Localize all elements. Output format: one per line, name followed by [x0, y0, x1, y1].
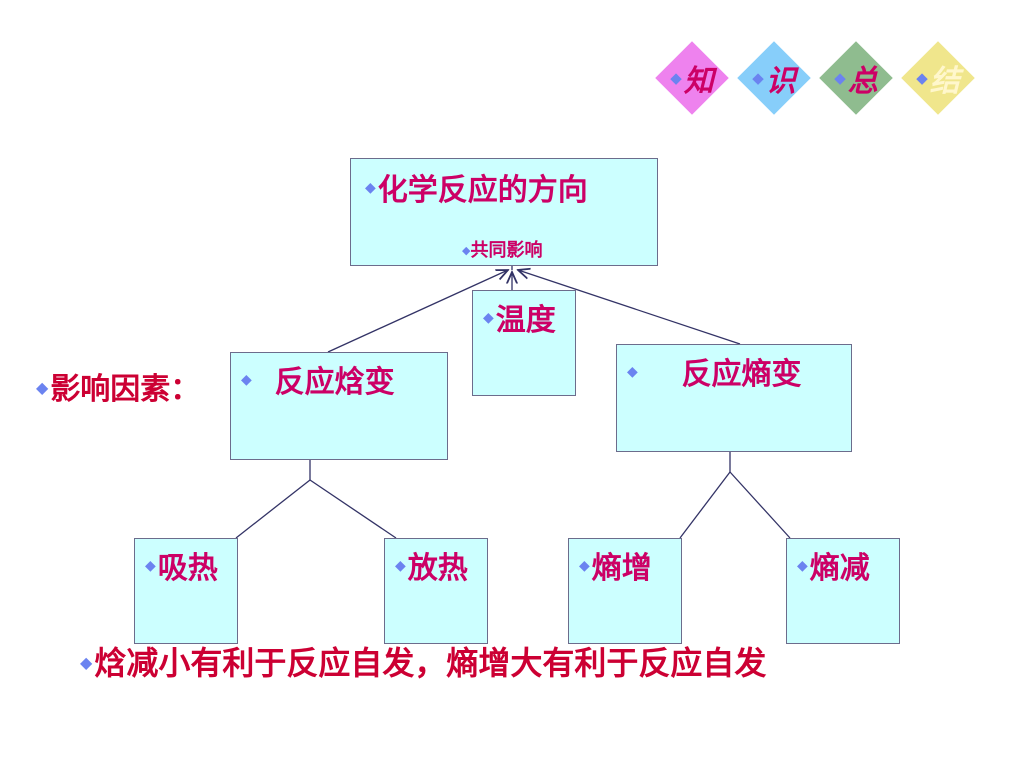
entropy-text: 反应熵变	[681, 357, 802, 392]
box-entropy-decrease: ◆熵减	[786, 538, 900, 644]
diamond-bullet-icon: ◆	[483, 310, 494, 326]
conclusion-text: 焓减小有利于反应自发，熵增大有利于反应自发	[94, 644, 767, 682]
exothermic-text: 放热	[407, 551, 468, 586]
badge-cell-2: ◆ 识	[734, 58, 814, 99]
box-entropy-increase: ◆熵增	[568, 538, 682, 644]
influencing-factors-label: ◆影响因素：	[36, 364, 200, 408]
diamond-bullet-icon: ◆	[752, 69, 764, 87]
entropy-increase-text: 熵增	[591, 551, 652, 586]
diamond-bullet-icon: ◆	[145, 558, 156, 574]
box-reaction-enthalpy: ◆ 反应焓变	[230, 352, 448, 460]
top-box-text: 化学反应的方向	[377, 173, 588, 208]
box-exothermic: ◆放热	[384, 538, 488, 644]
box-temperature: ◆温度	[472, 290, 576, 396]
line-enthalpy-to-top	[327, 270, 508, 353]
diamond-bullet-icon: ◆	[627, 364, 638, 380]
endothermic-text: 吸热	[157, 551, 218, 586]
badge-cell-3: ◆ 总	[816, 58, 896, 99]
diamond-bullet-icon: ◆	[916, 69, 928, 87]
diamond-bullet-icon: ◆	[80, 653, 93, 672]
line-entropy-to-increase	[679, 471, 731, 539]
box-reaction-entropy: ◆ 反应熵变	[616, 344, 852, 452]
badge-cell-1: ◆ 知	[652, 58, 732, 99]
diamond-bullet-icon: ◆	[579, 558, 590, 574]
badge-char-4: 结	[929, 64, 960, 99]
diamond-bullet-icon: ◆	[395, 558, 406, 574]
entropy-decrease-text: 熵减	[809, 551, 870, 586]
top-box-reaction-direction: ◆化学反应的方向	[350, 158, 658, 266]
line-entropy-to-top	[518, 270, 741, 345]
badge-char-3: 总	[847, 64, 878, 99]
line-entropy-to-decrease	[729, 471, 791, 539]
line-enthalpy-to-endo	[235, 479, 311, 539]
enthalpy-text: 反应焓变	[274, 365, 395, 400]
badge-char-2: 识	[765, 64, 796, 99]
diamond-bullet-icon: ◆	[670, 69, 682, 87]
badge-char-1: 知	[683, 64, 714, 99]
box-endothermic: ◆吸热	[134, 538, 238, 644]
line-enthalpy-to-exo	[309, 479, 397, 539]
conclusion-line: ◆焓减小有利于反应自发，熵增大有利于反应自发	[80, 638, 766, 684]
badge-cell-4: ◆ 结	[898, 58, 978, 99]
factors-label-text: 影响因素：	[50, 372, 201, 407]
diamond-bullet-icon: ◆	[462, 244, 471, 257]
temperature-text: 温度	[495, 303, 556, 338]
diamond-bullet-icon: ◆	[797, 558, 808, 574]
diamond-bullet-icon: ◆	[241, 372, 252, 388]
joint-label-text: 共同影响	[470, 240, 543, 261]
diamond-bullet-icon: ◆	[365, 180, 376, 196]
diamond-bullet-icon: ◆	[834, 69, 846, 87]
diamond-bullet-icon: ◆	[36, 378, 49, 397]
joint-influence-label: ◆共同影响	[462, 236, 542, 262]
